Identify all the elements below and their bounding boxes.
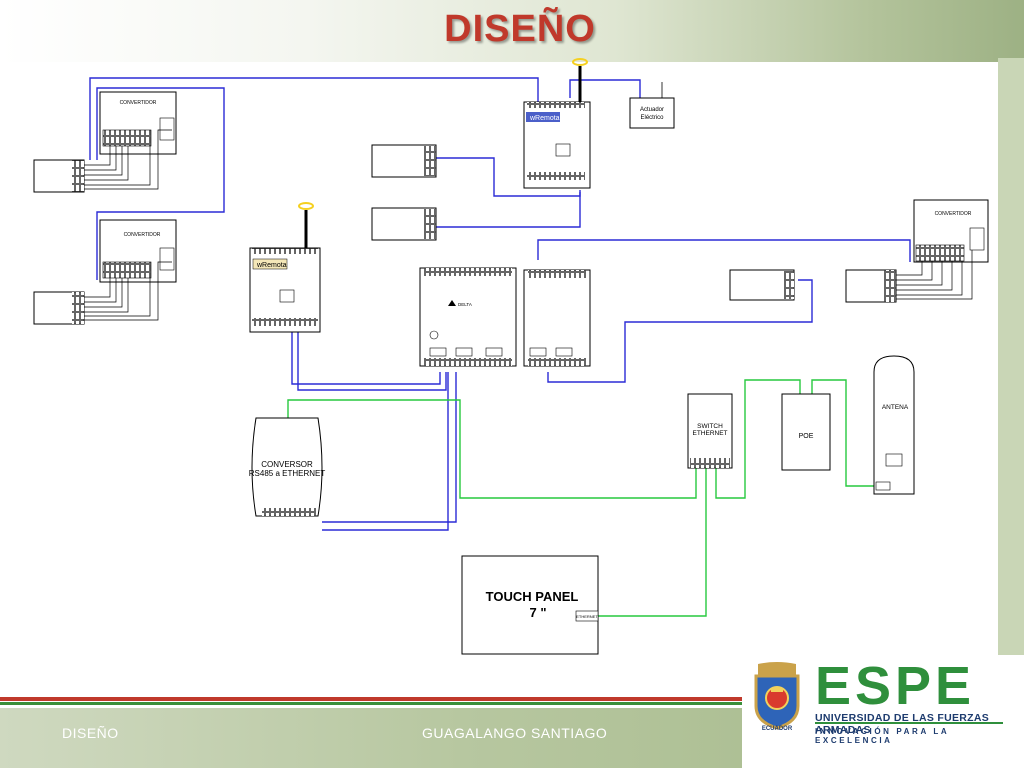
svg-text:CONVERSOR: CONVERSOR [261, 460, 313, 469]
svg-text:ETHERNET: ETHERNET [692, 430, 727, 437]
svg-text:7 ": 7 " [529, 605, 546, 620]
svg-text:POE: POE [799, 433, 814, 440]
sensor-box-right-2 [845, 269, 897, 303]
convertidor-left-bottom: CONVERTIDOR [99, 219, 177, 283]
brand-motto: INNOVACIÓN PARA LA EXCELENCIA [815, 727, 949, 745]
svg-text:Actuador: Actuador [640, 107, 664, 113]
title-band [0, 0, 1024, 62]
footer-author: GUAGALANGO SANTIAGO [422, 725, 608, 741]
green-cables [287, 379, 876, 617]
svg-text:SWITCH: SWITCH [697, 423, 723, 430]
brand-divider [815, 722, 1003, 724]
svg-text:ETHERNET: ETHERNET [576, 614, 598, 619]
svg-text:RS485 a ETHERNET: RS485 a ETHERNET [249, 469, 326, 478]
svg-text:Eléctrico: Eléctrico [640, 115, 664, 121]
switch-ethernet: SWITCH ETHERNET [687, 393, 733, 469]
right-edge-band [998, 58, 1024, 710]
svg-text:DELTA: DELTA [458, 302, 472, 307]
slide-title: DISEÑO [444, 8, 596, 50]
delta-plc: DELTA [419, 267, 591, 367]
touch-panel: TOUCH PANEL 7 " ETHERNET [461, 555, 599, 655]
poe: POE [781, 393, 831, 471]
sensor-box-left-2 [33, 291, 85, 325]
brand-subtitle: UNIVERSIDAD DE LAS FUERZAS ARMADAS [815, 712, 990, 736]
svg-text:CONVERTIDOR: CONVERTIDOR [120, 100, 157, 106]
conversor-rs485-ethernet: CONVERSOR RS485 a ETHERNET [249, 417, 326, 517]
wremota-left: wRemota [249, 202, 321, 333]
sensor-box-left-1 [33, 159, 85, 193]
actuador-electrico: Actuador Eléctrico [629, 82, 675, 129]
antena: ANTENA [873, 355, 915, 495]
sensor-box-center-2 [371, 207, 437, 241]
convertidor-left-top: CONVERTIDOR [99, 91, 177, 155]
sensor-box-center-1 [371, 144, 437, 178]
wremota-top: wRemota [523, 58, 591, 189]
svg-text:ANTENA: ANTENA [882, 404, 909, 411]
svg-text:ECUADOR: ECUADOR [762, 726, 793, 732]
svg-text:TOUCH PANEL: TOUCH PANEL [486, 589, 579, 604]
footer-red-stripe [0, 697, 760, 701]
svg-text:wRemota: wRemota [529, 115, 560, 122]
svg-text:CONVERTIDOR: CONVERTIDOR [935, 211, 972, 217]
espe-seal-logo: ECUADOR [754, 662, 800, 732]
footer-left-label: DISEÑO [62, 725, 119, 741]
footer-green-stripe [0, 702, 760, 705]
sensor-box-right-1 [729, 269, 795, 301]
espe-brand: ESPE [815, 656, 976, 716]
svg-text:wRemota: wRemota [256, 262, 287, 269]
convertidor-right: CONVERTIDOR [913, 199, 989, 263]
blue-cables [89, 77, 911, 531]
svg-text:CONVERTIDOR: CONVERTIDOR [124, 232, 161, 238]
